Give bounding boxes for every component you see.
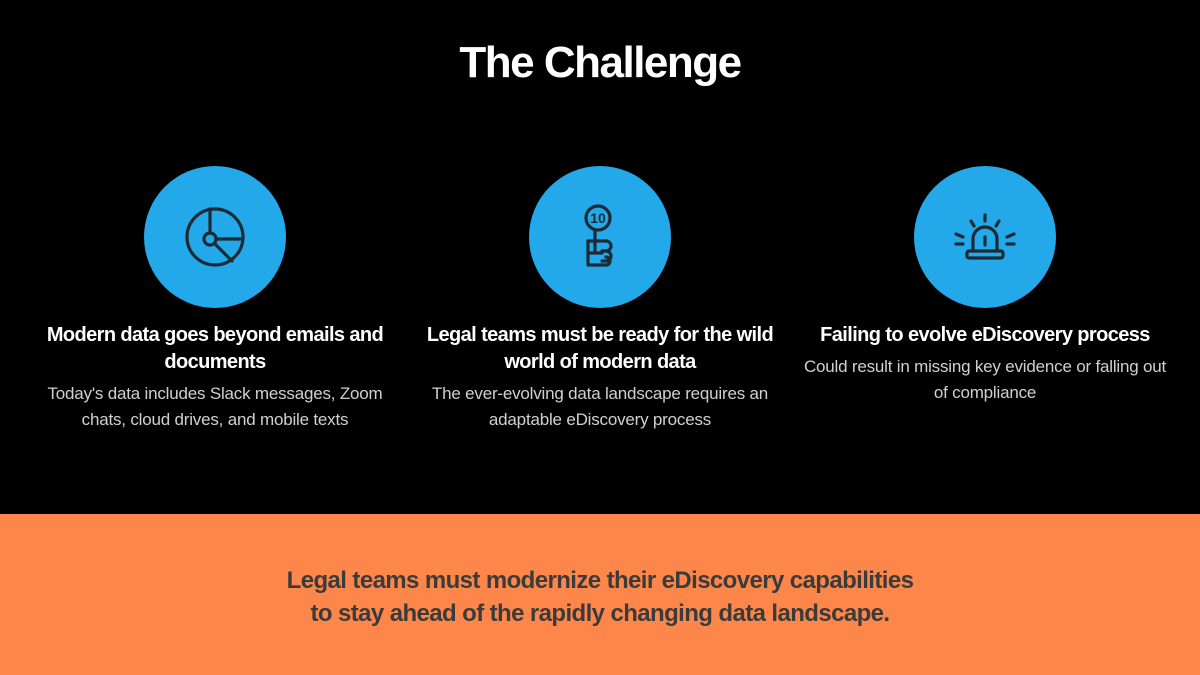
card-description: The ever-evolving data landscape require…	[431, 384, 769, 429]
banner-text: Legal teams must modernize their eDiscov…	[0, 564, 1200, 630]
summary-banner: Legal teams must modernize their eDiscov…	[0, 514, 1200, 675]
icon-circle	[914, 166, 1056, 308]
page-title: The Challenge	[459, 38, 742, 87]
icon-circle: 10	[529, 166, 671, 308]
card-description: Could result in missing key evidence or …	[803, 357, 1167, 402]
card-heading: Legal teams must be ready for the wild w…	[426, 324, 774, 373]
challenge-card-failing-to-evolve: Failing to evolve eDiscovery process Cou…	[785, 166, 1185, 406]
pie-chart-icon	[185, 207, 245, 267]
challenge-card-modern-data: Modern data goes beyond emails and docum…	[15, 166, 415, 433]
challenge-card-legal-teams: 10 Legal teams must be ready for the wil…	[400, 166, 800, 433]
main-section: The Challenge Modern data goes beyond em…	[15, 38, 1185, 433]
banner-line-2: to stay ahead of the rapidly changing da…	[310, 600, 890, 627]
sign-number-label: 10	[590, 210, 606, 226]
card-description: Today's data includes Slack messages, Zo…	[47, 384, 383, 429]
hand-holding-sign-icon: 10	[584, 204, 613, 267]
banner-line-1: Legal teams must modernize their eDiscov…	[286, 567, 914, 594]
icon-circle	[144, 166, 286, 308]
card-heading: Modern data goes beyond emails and docum…	[46, 324, 384, 373]
alarm-siren-icon	[954, 213, 1016, 260]
card-heading: Failing to evolve eDiscovery process	[820, 324, 1150, 346]
